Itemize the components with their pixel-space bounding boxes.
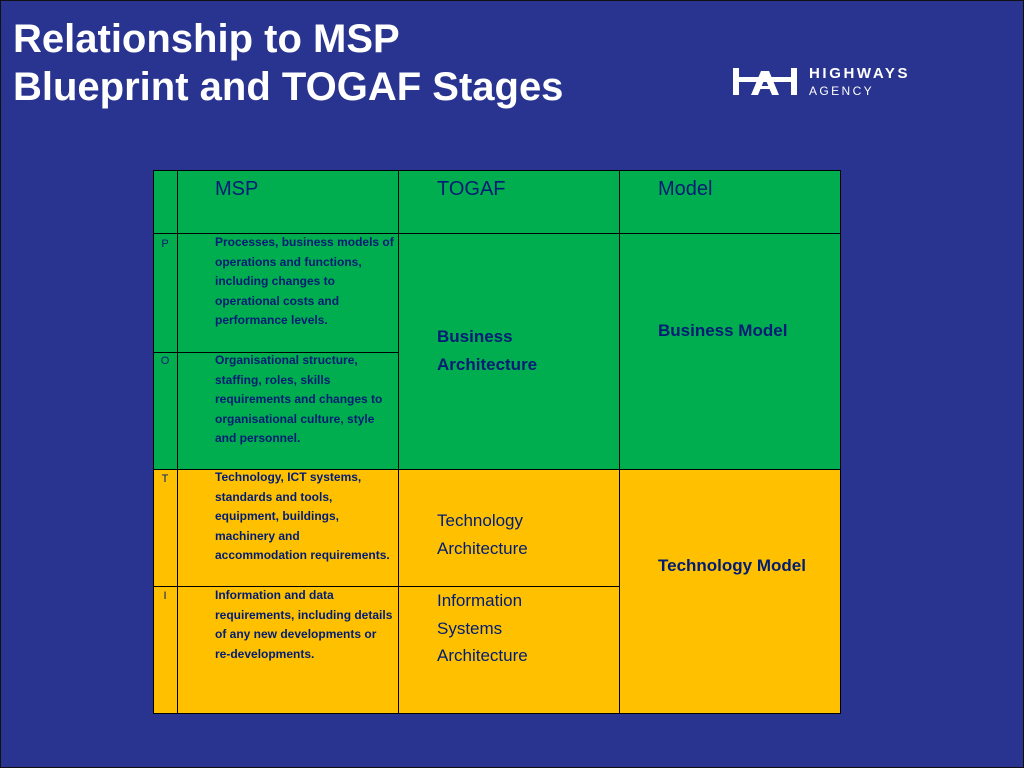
row-code-o: O xyxy=(160,355,170,367)
table-border-right xyxy=(840,170,841,714)
togaf-technology-architecture: Technology Architecture xyxy=(437,511,528,558)
msp-description-processes: Processes, business models of operations… xyxy=(215,235,394,328)
band-divider xyxy=(153,469,841,470)
column-header-model: Model xyxy=(658,178,713,200)
logo-word-agency: AGENCY xyxy=(809,84,875,98)
row-divider-p-o xyxy=(153,352,399,353)
model-business: Business Model xyxy=(658,321,788,340)
column-header-msp: MSP xyxy=(215,178,259,200)
slide-title: Relationship to MSP Blueprint and TOGAF … xyxy=(13,15,563,111)
msp-description-information: Information and data requirements, inclu… xyxy=(215,588,393,661)
togaf-information-systems-architecture: Information Systems Architecture xyxy=(437,591,528,665)
row-divider-t-i xyxy=(153,586,620,587)
table-border-left xyxy=(153,170,154,714)
column-divider-code xyxy=(177,170,178,714)
model-technology: Technology Model xyxy=(658,556,806,575)
row-code-i: I xyxy=(163,590,167,602)
highways-agency-logo: HIGHWAYS AGENCY xyxy=(731,64,951,100)
table-border-bottom xyxy=(153,713,841,714)
slide-title-line-1: Relationship to MSP xyxy=(13,17,400,61)
msp-togaf-table: MSP TOGAF Model P O T I Processes, busin… xyxy=(153,170,841,714)
row-code-t: T xyxy=(161,473,169,485)
togaf-business-architecture: Business Architecture xyxy=(437,327,538,374)
technology-band xyxy=(153,469,841,714)
header-divider xyxy=(153,233,841,234)
logo-word-highways: HIGHWAYS xyxy=(809,65,911,82)
business-band xyxy=(153,170,841,469)
column-header-togaf: TOGAF xyxy=(437,178,506,200)
highways-agency-emblem-icon xyxy=(733,68,797,95)
table-border-top xyxy=(153,170,841,171)
row-code-p: P xyxy=(161,238,169,250)
column-divider-togaf xyxy=(619,170,620,714)
msp-description-organisation: Organisational structure, staffing, role… xyxy=(215,353,383,446)
slide-title-line-2: Blueprint and TOGAF Stages xyxy=(13,65,564,109)
column-divider-msp xyxy=(398,170,399,714)
msp-description-technology: Technology, ICT systems, standards and t… xyxy=(215,470,390,563)
